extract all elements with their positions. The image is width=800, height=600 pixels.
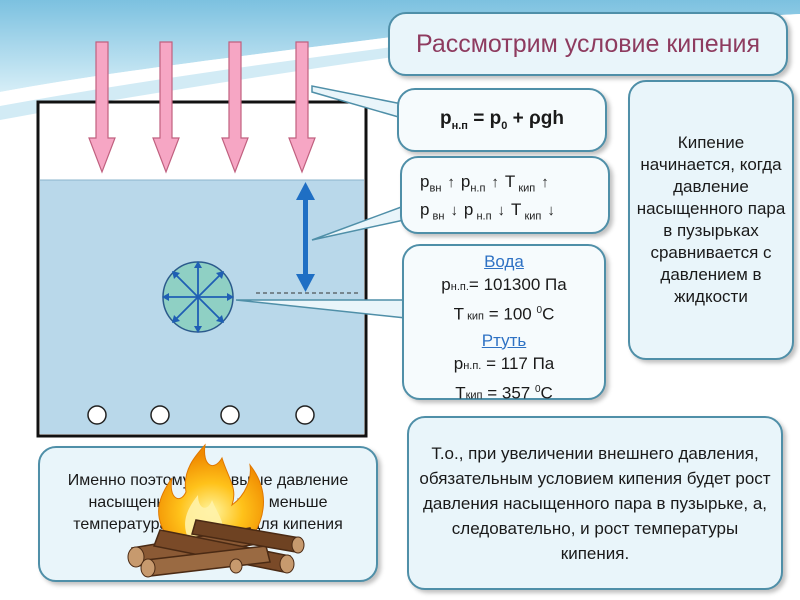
conclusion-note: Т.о., при увеличении внешнего давления, … [407,416,783,590]
arrow-up-icon: ↑ [447,174,455,191]
water-pressure: pн.п.= 101300 Па [441,275,567,294]
water-heading: Вода [484,252,524,271]
relation-line-increase: pвн ↑ pн.п ↑ T кип ↑ [420,172,549,195]
arrow-down-icon: ↓ [497,202,506,219]
water-temperature: T кип = 100 0С [453,304,555,324]
relations-box: pвн ↑ pн.п ↑ T кип ↑ p вн ↓ p н.п ↓ T ки… [400,156,610,234]
substance-data-box: Вода pн.п.= 101300 Па T кип = 100 0С Рту… [402,244,606,402]
arrow-up-icon: ↑ [541,174,549,191]
explanation-note: Именно поэтому, чем выше давление насыще… [38,446,378,582]
title-box: Рассмотрим условие кипения [388,12,788,76]
arrow-down-icon: ↓ [547,202,555,219]
formula: pн.п = p0 + ρgh [440,108,564,132]
arrow-up-icon: ↑ [491,174,499,191]
boiling-condition-note: Кипение начинается, когда давление насыщ… [628,80,794,360]
mercury-pressure: pн.п. = 117 Па [453,353,555,373]
relation-line-decrease: p вн ↓ p н.п ↓ T кип ↓ [420,200,555,223]
mercury-temperature: Tкип = 357 0С [455,383,553,403]
formula-box: pн.п = p0 + ρgh [397,88,607,152]
arrow-down-icon: ↓ [450,202,458,219]
mercury-heading: Ртуть [481,330,527,350]
page-title: Рассмотрим условие кипения [416,29,760,58]
